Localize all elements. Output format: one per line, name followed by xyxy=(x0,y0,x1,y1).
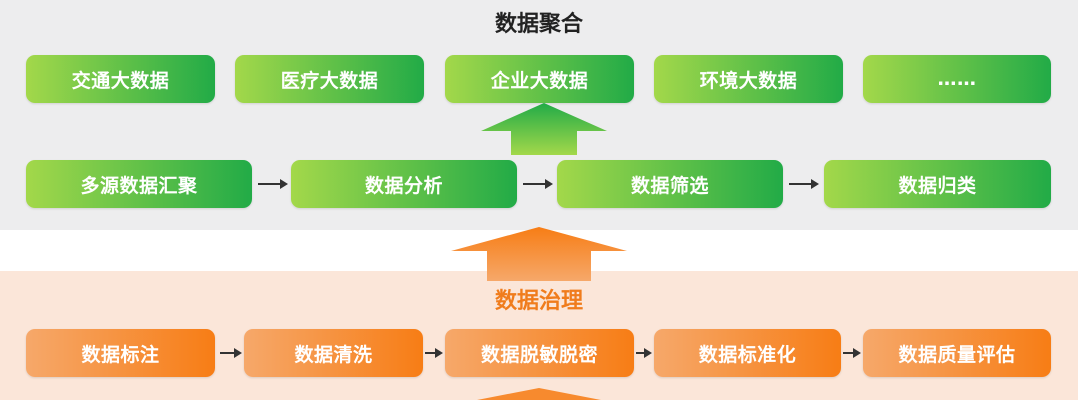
right-arrow-icon xyxy=(636,347,652,359)
governance-box-cleaning: 数据清洗 xyxy=(244,329,423,377)
right-arrow-icon xyxy=(789,178,819,190)
aggregation-title: 数据聚合 xyxy=(494,12,583,37)
category-box-enterprise: 企业大数据 xyxy=(445,55,634,103)
orange-up-arrow xyxy=(451,227,627,281)
right-arrow-icon xyxy=(523,178,553,190)
category-box-more: …… xyxy=(863,55,1051,103)
governance-box-quality-assessment: 数据质量评估 xyxy=(863,329,1051,377)
category-box-traffic: 交通大数据 xyxy=(26,55,215,103)
right-arrow-icon xyxy=(843,347,861,359)
governance-box-standardization: 数据标准化 xyxy=(654,329,841,377)
green-up-arrow xyxy=(481,103,607,155)
step-box-analysis: 数据分析 xyxy=(291,160,517,208)
step-box-filtering: 数据筛选 xyxy=(557,160,783,208)
step-box-multi-source: 多源数据汇聚 xyxy=(26,160,252,208)
orange-up-arrow-partial xyxy=(477,388,601,400)
category-box-medical: 医疗大数据 xyxy=(235,55,424,103)
right-arrow-icon xyxy=(425,347,443,359)
governance-title: 数据治理 xyxy=(494,289,583,314)
governance-box-annotation: 数据标注 xyxy=(26,329,215,377)
right-arrow-icon xyxy=(258,178,288,190)
category-box-environment: 环境大数据 xyxy=(654,55,843,103)
right-arrow-icon xyxy=(220,347,242,359)
governance-box-desensitization: 数据脱敏脱密 xyxy=(445,329,634,377)
step-box-classification: 数据归类 xyxy=(824,160,1051,208)
